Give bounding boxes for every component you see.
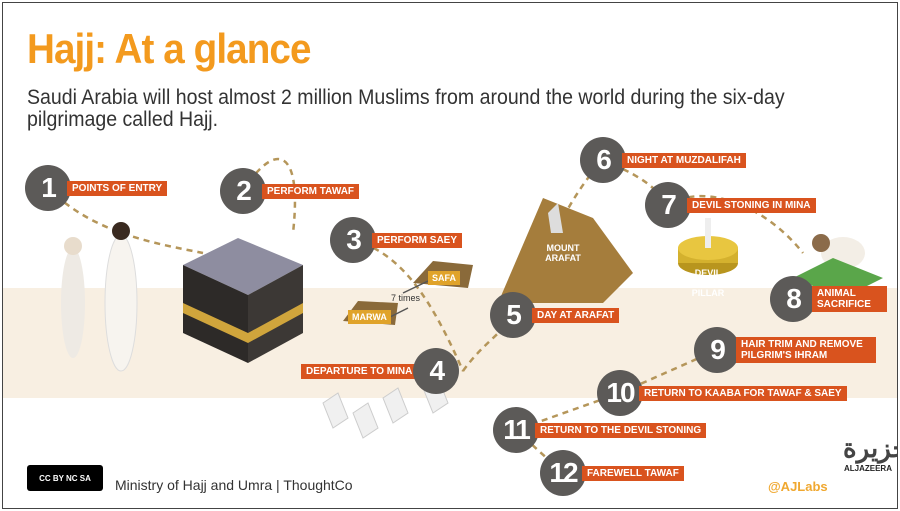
step-number: 10 (597, 370, 643, 416)
step-number: 4 (413, 348, 460, 394)
step-number: 2 (220, 168, 266, 214)
creative-commons-badge: CC BY NC SA (27, 465, 103, 491)
step-number: 9 (694, 327, 740, 373)
pilgrims-icon (61, 222, 138, 372)
step-label: DAY AT ARAFAT (532, 307, 620, 323)
aljazeera-logo: ﺍﻟﺠﺰﻳﺮﺓALJAZEERA (843, 433, 897, 473)
marwa-label: MARWA (348, 310, 391, 324)
step-label: RETURN TO KAABA FOR TAWAF & SAEY (639, 385, 847, 401)
page-title: Hajj: At a glance (27, 25, 311, 72)
aljazeera-logo-icon: ﺍﻟﺠﺰﻳﺮﺓ (843, 433, 897, 463)
pillar-label: DEVIL STONING PILLAR (687, 268, 729, 298)
step-number: 11 (493, 407, 539, 453)
step-label: FAREWELL TAWAF (582, 465, 684, 481)
step-number: 1 (25, 165, 71, 211)
logo-text: ALJAZEERA (843, 464, 892, 473)
step-number: 7 (645, 182, 691, 228)
step-label: RETURN TO THE DEVIL STONING (535, 422, 707, 438)
step-number: 5 (490, 292, 536, 338)
step-label: POINTS OF ENTRY (67, 180, 168, 196)
step-label: DEPARTURE TO MINA (301, 363, 418, 379)
seven-times-label: 7 times (391, 293, 421, 303)
safa-label: SAFA (428, 271, 461, 285)
kaaba-icon (183, 238, 303, 363)
license-text: CC BY NC SA (39, 473, 91, 483)
mountain-icon (498, 198, 633, 303)
step-label: NIGHT AT MUZDALIFAH (622, 152, 746, 168)
tents-icon (322, 377, 449, 439)
step-label: ANIMAL SACRIFICE (812, 286, 887, 312)
subtitle: Saudi Arabia will host almost 2 million … (27, 86, 785, 131)
step-number: 6 (580, 137, 626, 183)
step-label: HAIR TRIM AND REMOVE PILGRIM'S IHRAM (736, 337, 876, 363)
step-label: DEVIL STONING IN MINA (687, 197, 816, 213)
step-label: PERFORM TAWAF (262, 183, 360, 199)
step-label: PERFORM SAEY (372, 232, 463, 248)
step-number: 3 (330, 217, 376, 263)
pillar-icon (678, 218, 738, 275)
source-credit: Ministry of Hajj and Umra | ThoughtCo (115, 477, 353, 493)
mount-arafat-label: MOUNT ARAFAT (545, 243, 581, 263)
arrows-icon (387, 280, 429, 319)
ajlabs-handle: @AJLabs (768, 479, 828, 494)
step-number: 12 (540, 450, 586, 496)
step-number: 8 (770, 276, 816, 322)
